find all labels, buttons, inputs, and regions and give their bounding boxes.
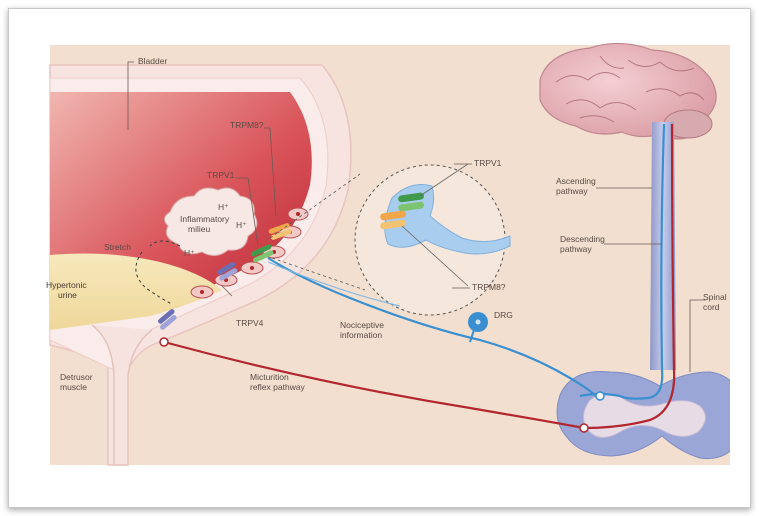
label-nociceptive: Nociceptive [340,320,384,330]
label-trpv1-left: TRPV1 [207,170,235,180]
label-spinal: Spinal [703,292,727,302]
label-descending: Descending [560,234,605,244]
label-trpv4: TRPV4 [236,318,264,328]
label-inflammatory: Inflammatory [180,214,230,224]
label-bladder: Bladder [138,56,167,66]
label-trpm8-zoom: TRPM8? [472,282,506,292]
label-hypertonic: Hypertonic [46,280,87,290]
label-h-plus-1: H⁺ [218,202,229,212]
label-reflex-pathway: reflex pathway [250,382,306,392]
label-information: information [340,330,382,340]
label-ascending-pathway: pathway [556,186,588,196]
label-ascending: Ascending [556,176,596,186]
label-detrusor: Detrusor [60,372,93,382]
label-descending-pathway: pathway [560,244,592,254]
label-h-plus-3: H⁺ [184,248,195,258]
label-urine: urine [58,290,77,300]
label-milieu: milieu [188,224,210,234]
label-h-plus-2: H⁺ [236,220,247,230]
label-micturition: Micturition [250,372,289,382]
label-cord: cord [703,302,720,312]
label-trpv1-zoom: TRPV1 [474,158,502,168]
label-muscle: muscle [60,382,87,392]
label-drg: DRG [494,310,513,320]
label-trpm8-top: TRPM8? [230,120,264,130]
label-stretch: Stretch [104,242,131,252]
